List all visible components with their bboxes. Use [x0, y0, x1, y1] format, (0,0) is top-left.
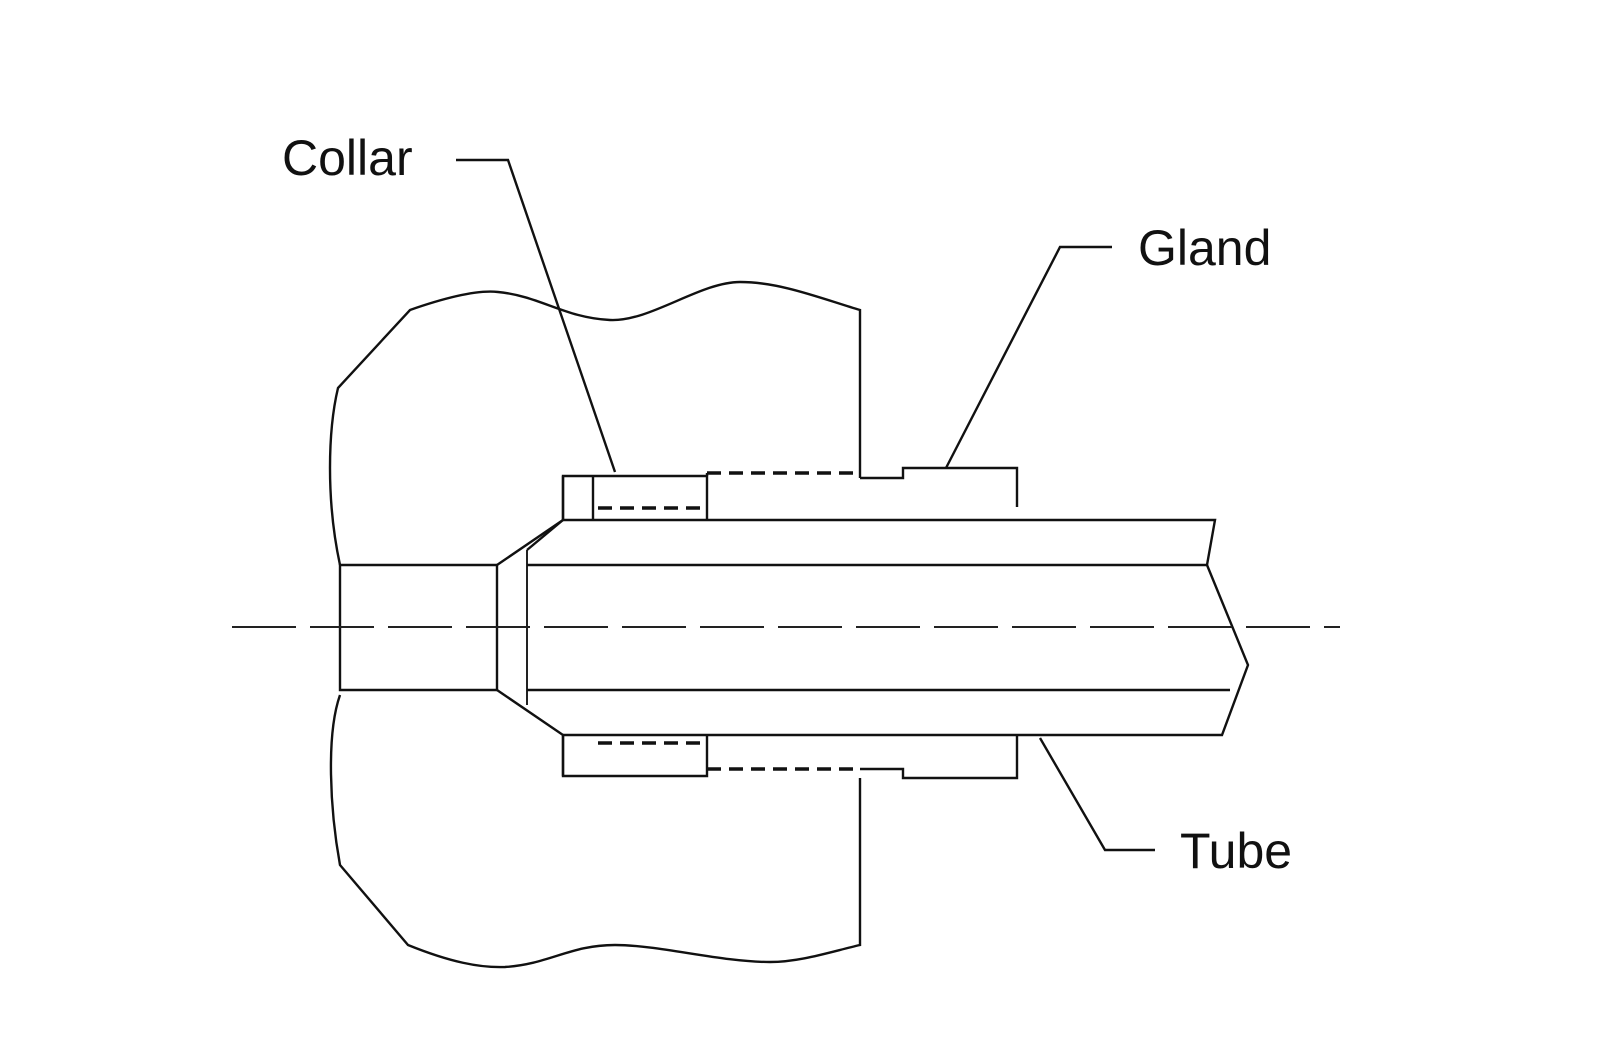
gland-leader [944, 245, 1112, 469]
tube-outer-upper [526, 518, 1217, 566]
tube-leader [1038, 737, 1155, 852]
cone-seat-upper [496, 476, 565, 566]
collar-label: Collar [282, 130, 413, 186]
tube-outer-lower [563, 564, 1250, 737]
gland-upper [860, 466, 1019, 507]
gland-label: Gland [1138, 220, 1271, 276]
body-upper-outline [328, 280, 862, 566]
cone-seat-lower [496, 689, 565, 776]
tube-label: Tube [1180, 823, 1292, 879]
body-lower-outline [329, 694, 862, 969]
collar-upper [561, 474, 709, 520]
collar-lower [561, 735, 709, 778]
gland-lower [860, 735, 1019, 780]
collar-leader [456, 158, 617, 473]
